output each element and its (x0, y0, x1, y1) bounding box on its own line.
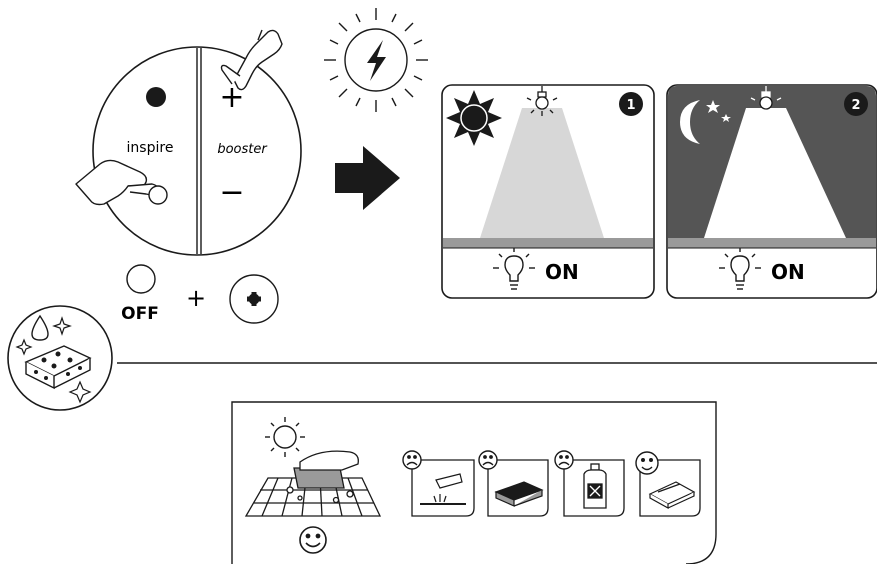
panel-number: 2 (851, 98, 860, 113)
off-circle (127, 265, 155, 293)
booster-plus-button[interactable] (230, 275, 278, 323)
status-label: ON (771, 260, 805, 284)
minus-symbol: − (219, 175, 244, 210)
avoid-abrasive-card (403, 451, 474, 516)
avoid-chemical-card (555, 451, 624, 516)
sad-face-icon (403, 451, 421, 469)
inspire-dot (146, 87, 166, 107)
off-button[interactable]: OFF (121, 265, 159, 324)
arrow-icon (335, 146, 400, 210)
floor-stripe (443, 238, 653, 248)
use-cloth-card (636, 452, 700, 516)
sad-face-icon (555, 451, 573, 469)
floor-stripe (668, 238, 876, 248)
cleaning-badge-icon (8, 306, 112, 410)
booster-label: booster (217, 142, 268, 157)
sun-icon (446, 90, 502, 146)
remote-control (93, 47, 301, 255)
inspire-label: inspire (127, 140, 174, 156)
status-label: ON (545, 260, 579, 284)
happy-face-icon (300, 527, 326, 553)
happy-face-icon (636, 452, 658, 474)
night-panel: 2 ON (667, 85, 877, 298)
day-panel: 1 ON (442, 85, 654, 298)
cleaning-instructions (232, 402, 716, 564)
chemical-bottle-icon (584, 464, 606, 508)
panel-number: 1 (626, 98, 635, 113)
avoid-sponge-card (479, 451, 548, 516)
lightning-sun-icon (324, 8, 428, 112)
off-label: OFF (121, 304, 159, 324)
sad-face-icon (479, 451, 497, 469)
combo-plus: + (186, 284, 206, 312)
